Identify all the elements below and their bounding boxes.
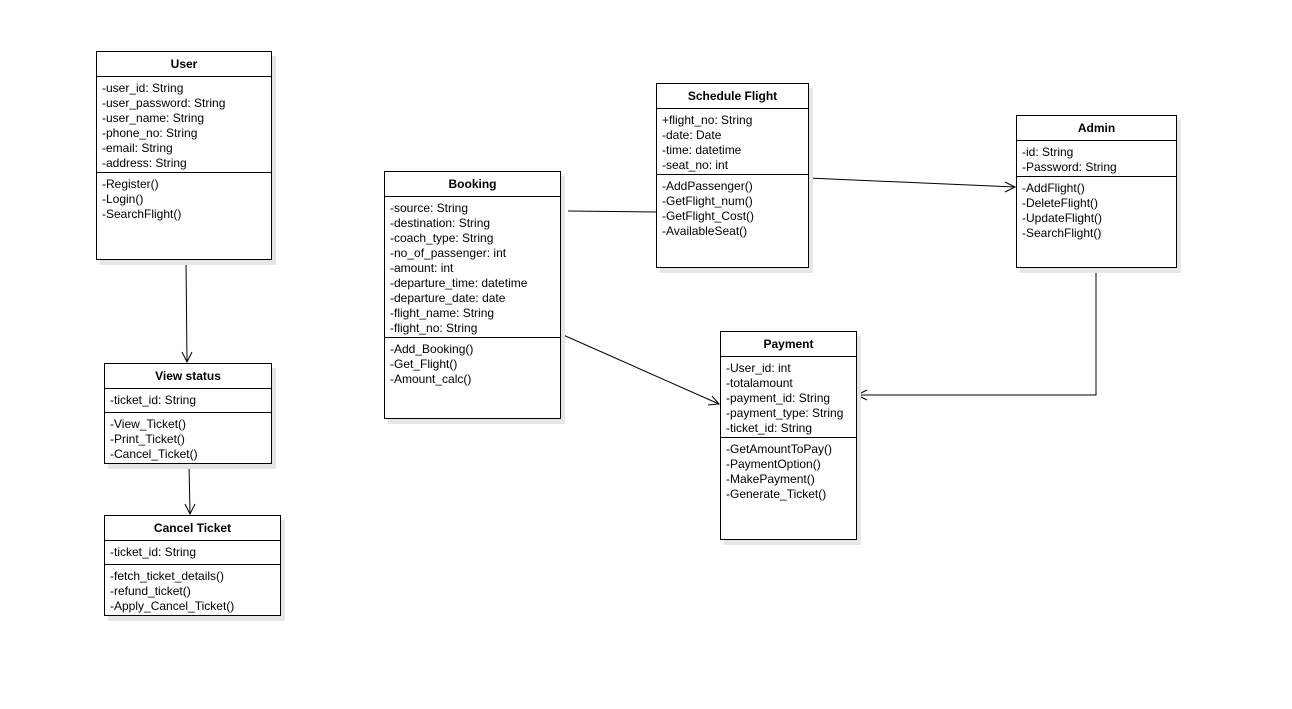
connector-user-viewstatus <box>185 259 188 363</box>
connector-scheduleflight-admin <box>807 177 1016 188</box>
attribute: -ticket_id: String <box>110 545 197 559</box>
operation: -GetFlight_num() <box>662 194 753 208</box>
class-schedule-flight[interactable]: Schedule Flight +flight_no: String -date… <box>656 83 809 268</box>
attribute: -amount: int <box>390 261 454 275</box>
attribute: -flight_name: String <box>390 306 495 320</box>
class-title: Schedule Flight <box>657 84 808 109</box>
class-attributes: -source: String -destination: String -co… <box>385 197 560 338</box>
operation: -SearchFlight() <box>1022 226 1102 240</box>
class-operations: -fetch_ticket_details() -refund_ticket()… <box>105 565 280 615</box>
attribute: -totalamount <box>726 376 793 390</box>
class-operations: -Add_Booking() -Get_Flight() -Amount_cal… <box>385 338 560 388</box>
attribute: -flight_no: String <box>390 321 478 335</box>
operation: -AddFlight() <box>1022 181 1085 195</box>
class-admin[interactable]: Admin -id: String -Password: String -Add… <box>1016 115 1177 268</box>
operation: -View_Ticket() <box>110 417 187 431</box>
attribute: -id: String <box>1022 145 1074 159</box>
class-cancel-ticket[interactable]: Cancel Ticket -ticket_id: String -fetch_… <box>104 515 281 616</box>
class-attributes: -user_id: String -user_password: String … <box>97 77 271 173</box>
connector-booking-payment <box>560 333 720 405</box>
class-attributes: +flight_no: String -date: Date -time: da… <box>657 109 808 175</box>
operation: -Cancel_Ticket() <box>110 447 198 461</box>
operation: -DeleteFlight() <box>1022 196 1099 210</box>
attribute: -user_name: String <box>102 111 205 125</box>
operation: -GetFlight_Cost() <box>662 209 755 223</box>
class-attributes: -ticket_id: String <box>105 389 271 413</box>
attribute: -phone_no: String <box>102 126 198 140</box>
class-operations: -View_Ticket() -Print_Ticket() -Cancel_T… <box>105 413 271 463</box>
attribute: -source: String <box>390 201 469 215</box>
class-title: View status <box>105 364 271 389</box>
class-title: Cancel Ticket <box>105 516 280 541</box>
class-title: Booking <box>385 172 560 197</box>
class-operations: -GetAmountToPay() -PaymentOption() -Make… <box>721 438 856 503</box>
class-attributes: -id: String -Password: String <box>1017 141 1176 177</box>
operation: -refund_ticket() <box>110 584 191 598</box>
class-booking[interactable]: Booking -source: String -destination: St… <box>384 171 561 419</box>
operation: -Register() <box>102 177 159 191</box>
attribute: -email: String <box>102 141 173 155</box>
arrowhead-admin-payment <box>855 389 868 401</box>
class-view-status[interactable]: View status -ticket_id: String -View_Tic… <box>104 363 272 464</box>
arrowhead-viewstatus-cancelticket <box>184 503 196 516</box>
operation: -Generate_Ticket() <box>726 487 827 501</box>
attribute: -ticket_id: String <box>726 421 813 435</box>
operation: -fetch_ticket_details() <box>110 569 225 583</box>
operation: -GetAmountToPay() <box>726 442 833 456</box>
attribute: -user_id: String <box>102 81 184 95</box>
attribute: -coach_type: String <box>390 231 494 245</box>
operation: -Print_Ticket() <box>110 432 185 446</box>
operation: -Get_Flight() <box>390 357 458 371</box>
attribute: -payment_type: String <box>726 406 844 420</box>
class-operations: -AddPassenger() -GetFlight_num() -GetFli… <box>657 175 808 240</box>
connector-booking-scheduleflight <box>567 210 659 213</box>
attribute: -payment_id: String <box>726 391 831 405</box>
class-user[interactable]: User -user_id: String -user_password: St… <box>96 51 272 260</box>
operation: -SearchFlight() <box>102 207 182 221</box>
attribute: -destination: String <box>390 216 491 230</box>
attribute: -seat_no: int <box>662 158 729 172</box>
attribute: +flight_no: String <box>662 113 753 127</box>
attribute: -departure_date: date <box>390 291 506 305</box>
connector-admin-payment <box>857 267 1097 396</box>
attribute: -user_password: String <box>102 96 226 110</box>
connector-viewstatus-cancelticket <box>188 463 191 515</box>
attribute: -User_id: int <box>726 361 791 375</box>
operation: -UpdateFlight() <box>1022 211 1103 225</box>
operation: -Add_Booking() <box>390 342 474 356</box>
class-title: Payment <box>721 332 856 357</box>
class-title: Admin <box>1017 116 1176 141</box>
attribute: -Password: String <box>1022 160 1117 174</box>
arrowhead-booking-payment <box>707 395 721 406</box>
attribute: -address: String <box>102 156 187 170</box>
operation: -MakePayment() <box>726 472 815 486</box>
attribute: -no_of_passenger: int <box>390 246 507 260</box>
operation: -PaymentOption() <box>726 457 821 471</box>
operation: -Amount_calc() <box>390 372 472 386</box>
arrowhead-scheduleflight-admin <box>1004 181 1017 193</box>
class-payment[interactable]: Payment -User_id: int -totalamount -paym… <box>720 331 857 540</box>
attribute: -date: Date <box>662 128 722 142</box>
operation: -AvailableSeat() <box>662 224 748 238</box>
class-title: User <box>97 52 271 77</box>
operation: -Login() <box>102 192 144 206</box>
class-attributes: -ticket_id: String <box>105 541 280 565</box>
attribute: -departure_time: datetime <box>390 276 528 290</box>
operation: -Apply_Cancel_Ticket() <box>110 599 235 613</box>
attribute: -time: datetime <box>662 143 742 157</box>
operation: -AddPassenger() <box>662 179 753 193</box>
class-attributes: -User_id: int -totalamount -payment_id: … <box>721 357 856 438</box>
arrowhead-user-viewstatus <box>181 351 193 364</box>
class-operations: -AddFlight() -DeleteFlight() -UpdateFlig… <box>1017 177 1176 242</box>
class-operations: -Register() -Login() -SearchFlight() <box>97 173 271 223</box>
attribute: -ticket_id: String <box>110 393 197 407</box>
